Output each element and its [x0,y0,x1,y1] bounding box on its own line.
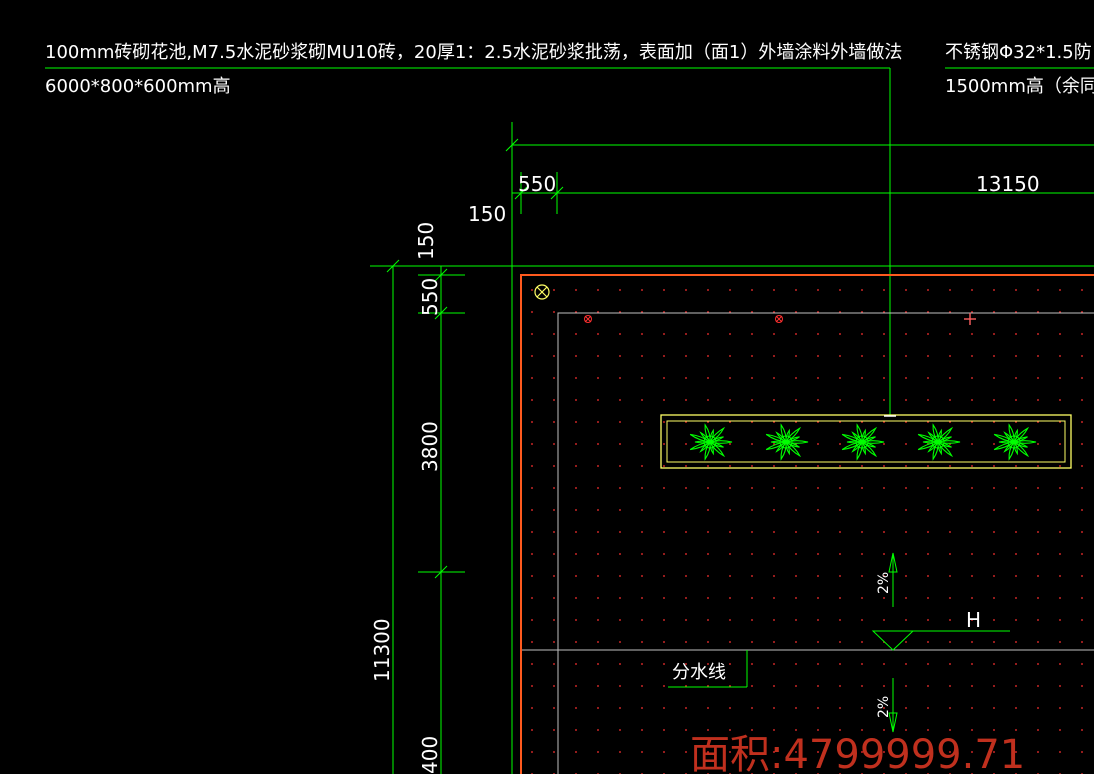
slope-label-down: 2% [876,696,892,718]
dim-top-550: 550 [518,172,556,196]
shrub-icon [765,423,809,461]
dim-left-400: 400 [418,736,442,774]
dim-left-150: 150 [414,222,438,260]
material-note-line1: 100mm砖砌花池,M7.5水泥砂浆砌MU10砖，20厚1：2.5水泥砂浆批荡，… [45,42,902,63]
planter-inner [666,420,1066,463]
drain-marker-icon [775,315,783,323]
shrub-icon [993,423,1037,461]
dim-top-150: 150 [468,202,506,226]
top-dimension-lines [505,122,1094,774]
dim-left-3800: 3800 [418,421,442,472]
planter-plants [689,423,1037,461]
area-label: 面积:4799999.71 [690,732,1025,774]
slope-arrow-down-icon [888,678,898,733]
slope-label-up: 2% [876,572,892,594]
watershed-leader [668,650,748,688]
note-leader [45,67,1094,416]
shrub-icon [841,423,885,461]
railing-note-line2: 1500mm高（余同 [945,76,1094,97]
drain-marker-icon [584,315,592,323]
shrub-icon [917,423,961,461]
site-hatch [522,276,1094,774]
elevation-marker-label: H [966,608,981,632]
left-dimension-lines [370,259,1094,774]
shrub-icon [689,423,733,461]
dim-top-13150: 13150 [976,172,1040,196]
elevation-marker-icon [871,630,1010,651]
material-note-line2: 6000*800*600mm高 [45,76,231,97]
cross-marker-icon [964,313,976,325]
railing-note-line1: 不锈钢Φ32*1.5防 [945,42,1092,63]
slope-arrow-up-icon [888,552,898,607]
watershed-label: 分水线 [672,662,726,683]
dim-left-550: 550 [418,278,442,316]
planter-outer[interactable] [660,414,1072,469]
crossed-circle-icon [534,284,550,300]
dim-left-11300: 11300 [370,618,394,682]
inner-boundary[interactable] [557,312,1094,774]
outer-boundary[interactable] [520,274,1094,774]
